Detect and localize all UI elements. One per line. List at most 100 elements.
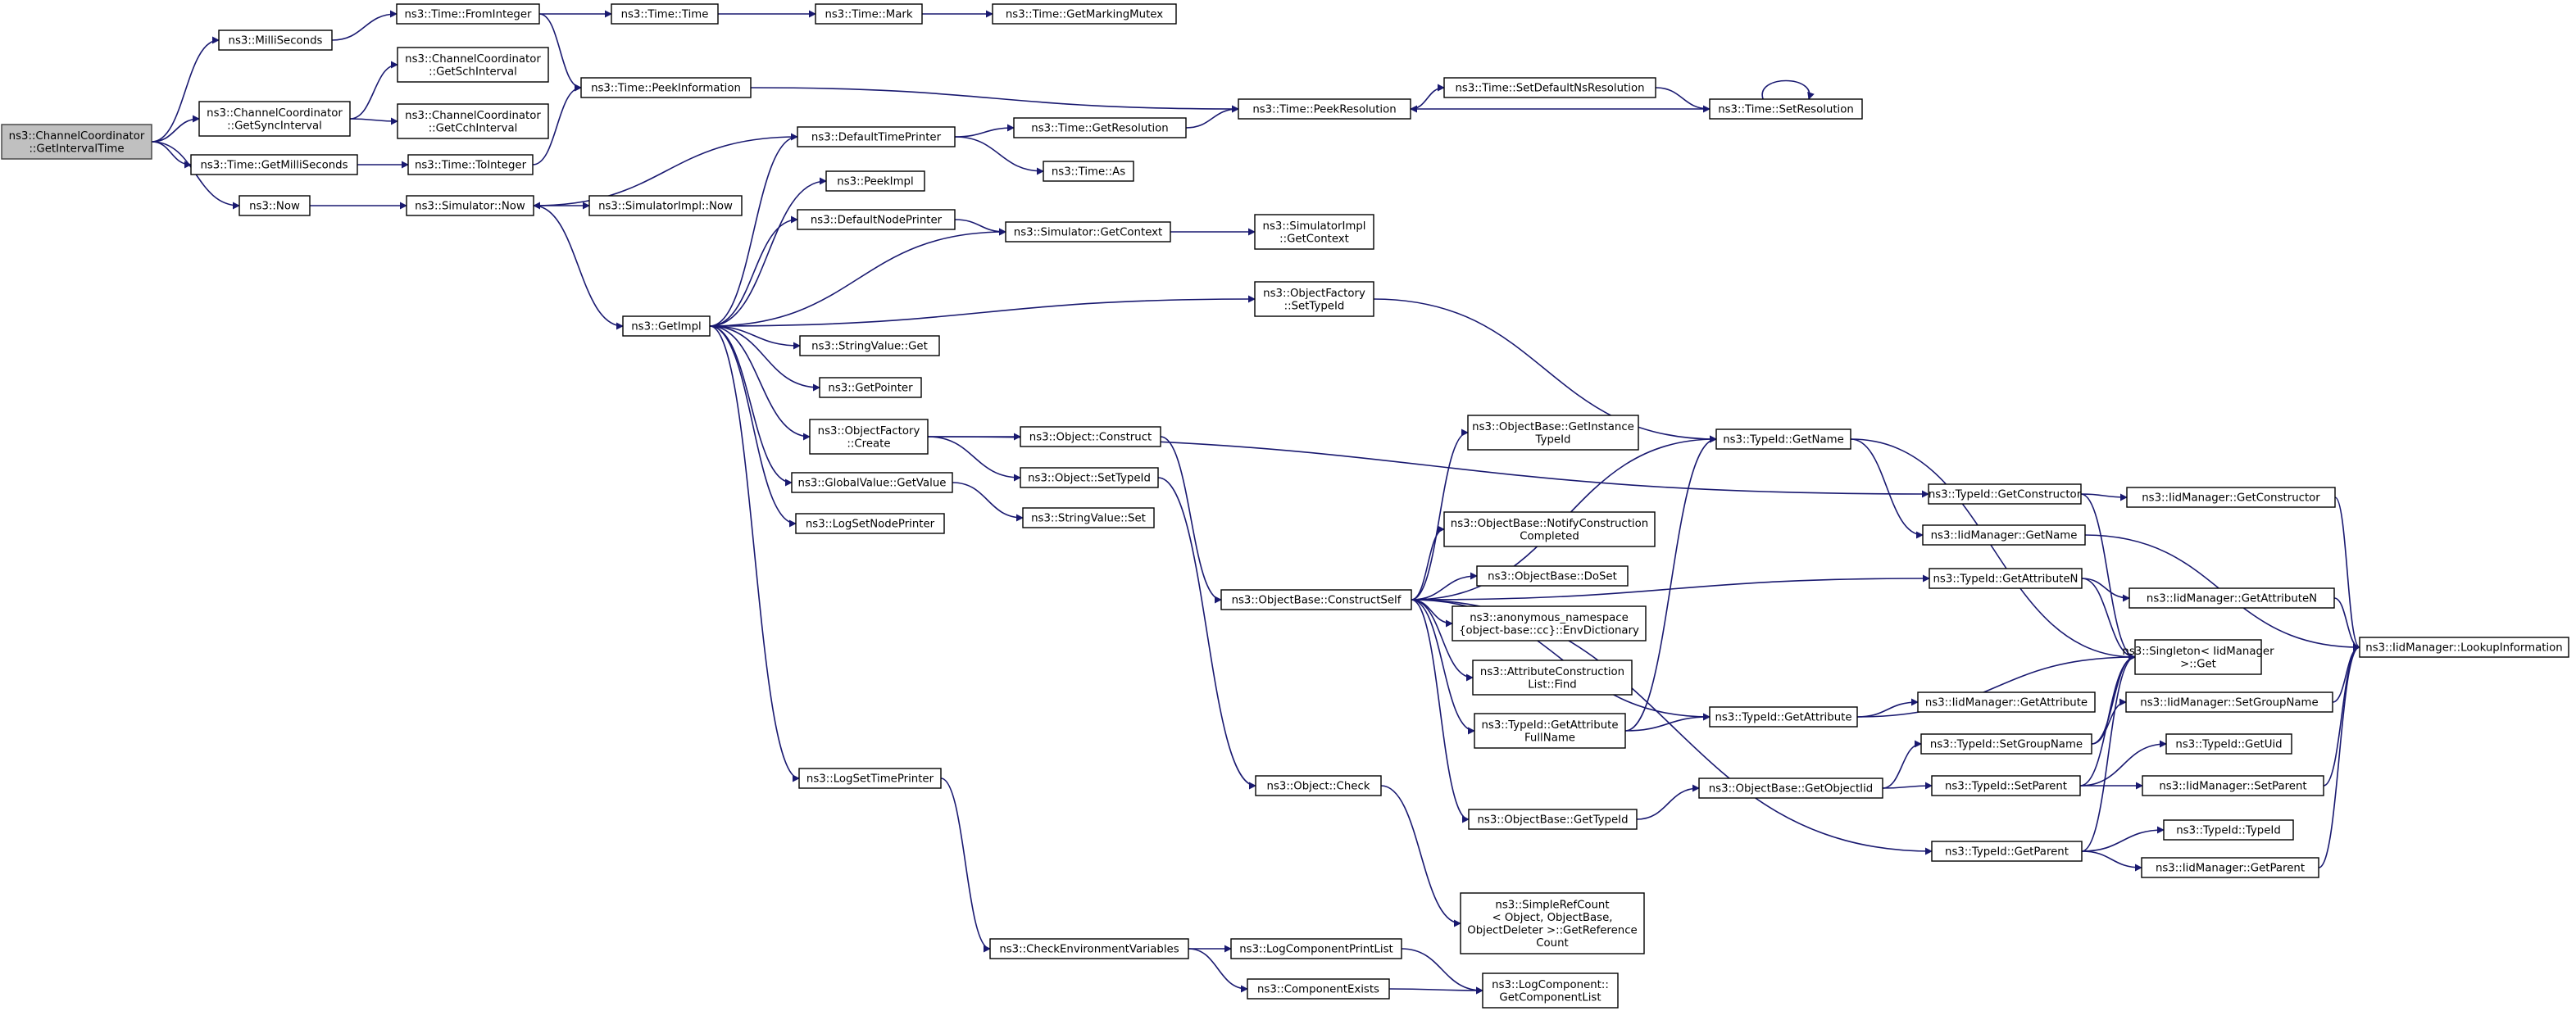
node-type-id-get-parent[interactable]: ns3::TypeId::GetParent bbox=[1931, 841, 2083, 862]
node-type-id-type-id[interactable]: ns3::TypeId::TypeId bbox=[2163, 819, 2294, 841]
node-label: ns3::Singleton< IidManager bbox=[2122, 646, 2274, 658]
node-box bbox=[989, 938, 1189, 959]
node-type-id-get-name[interactable]: ns3::TypeId::GetName bbox=[1715, 428, 1851, 450]
node-type-id-set-parent[interactable]: ns3::TypeId::SetParent bbox=[1931, 775, 2081, 796]
node-peek-impl[interactable]: ns3::PeekImpl bbox=[825, 170, 925, 192]
node-peek-information[interactable]: ns3::Time::PeekInformation bbox=[580, 77, 752, 98]
edge-log-set-time-printer-to-check-environment-variables bbox=[940, 778, 991, 953]
node-iid-manager-get-attribute-n[interactable]: ns3::IidManager::GetAttributeN bbox=[2128, 587, 2335, 609]
node-object-set-type-id[interactable]: ns3::Object::SetTypeId bbox=[1020, 467, 1159, 488]
node-component-exists[interactable]: ns3::ComponentExists bbox=[1247, 978, 1390, 1000]
node-get-object-iid[interactable]: ns3::ObjectBase::GetObjectIid bbox=[1698, 778, 1883, 799]
node-type-id-get-uid[interactable]: ns3::TypeId::GetUid bbox=[2165, 733, 2292, 755]
node-box bbox=[1443, 77, 1656, 98]
edge-log-component-print-list-to-get-component-list bbox=[1401, 948, 1483, 995]
node-simple-ref-count[interactable]: ns3::SimpleRefCount< Object, ObjectBase,… bbox=[1460, 892, 1645, 954]
node-box bbox=[397, 103, 549, 139]
node-box bbox=[992, 3, 1177, 25]
node-do-set[interactable]: ns3::ObjectBase::DoSet bbox=[1476, 565, 1629, 587]
node-box bbox=[797, 209, 956, 230]
call-edge bbox=[1856, 698, 1919, 718]
node-set-default-ns-resolution[interactable]: ns3::Time::SetDefaultNsResolution bbox=[1443, 77, 1656, 98]
edge-type-id-get-attribute-n-to-singleton-get bbox=[2081, 578, 2136, 661]
node-get-pointer[interactable]: ns3::GetPointer bbox=[819, 377, 922, 398]
node-string-value-set[interactable]: ns3::StringValue::Set bbox=[1022, 507, 1155, 528]
node-default-time-printer[interactable]: ns3::DefaultTimePrinter bbox=[797, 126, 956, 147]
call-edge bbox=[1157, 477, 1256, 790]
node-log-component-print-list[interactable]: ns3::LogComponentPrintList bbox=[1230, 938, 1402, 959]
node-get-component-list[interactable]: ns3::LogComponent::GetComponentList bbox=[1482, 972, 1619, 1009]
node-singleton-get[interactable]: ns3::Singleton< IidManager>::Get bbox=[2122, 639, 2274, 675]
edge-object-base-get-type-id-to-get-object-iid bbox=[1636, 784, 1700, 820]
node-type-id-set-group-name[interactable]: ns3::TypeId::SetGroupName bbox=[1920, 733, 2092, 755]
node-env-dictionary[interactable]: ns3::anonymous_namespace{object-base::cc… bbox=[1452, 605, 1647, 642]
node-label: List::Find bbox=[1528, 678, 1576, 691]
node-object-check[interactable]: ns3::Object::Check bbox=[1255, 775, 1382, 796]
node-notify-construction-completed[interactable]: ns3::ObjectBase::NotifyConstructionCompl… bbox=[1443, 511, 1656, 547]
node-log-set-time-printer[interactable]: ns3::LogSetTimePrinter bbox=[798, 768, 942, 789]
node-object-construct[interactable]: ns3::Object::Construct bbox=[1020, 426, 1161, 447]
node-string-value-get[interactable]: ns3::StringValue::Get bbox=[799, 335, 940, 356]
node-to-integer[interactable]: ns3::Time::ToInteger bbox=[407, 154, 534, 175]
node-now[interactable]: ns3::Now bbox=[239, 195, 311, 216]
node-log-set-node-printer[interactable]: ns3::LogSetNodePrinter bbox=[795, 513, 945, 534]
node-label: ns3::ChannelCoordinator bbox=[9, 130, 145, 143]
call-edge bbox=[927, 436, 1021, 482]
node-iid-manager-get-constructor[interactable]: ns3::IidManager::GetConstructor bbox=[2126, 487, 2336, 508]
node-simulator-impl-get-context[interactable]: ns3::SimulatorImpl::GetContext bbox=[1254, 214, 1374, 250]
node-label: ns3::IidManager::SetParent bbox=[2159, 781, 2306, 793]
node-iid-manager-set-parent[interactable]: ns3::IidManager::SetParent bbox=[2142, 775, 2324, 796]
node-simulator-impl-now[interactable]: ns3::SimulatorImpl::Now bbox=[588, 195, 743, 216]
node-object-factory-set-type-id[interactable]: ns3::ObjectFactory::SetTypeId bbox=[1254, 281, 1374, 317]
node-milli-seconds[interactable]: ns3::MilliSeconds bbox=[218, 29, 333, 51]
node-object-base-get-type-id[interactable]: ns3::ObjectBase::GetTypeId bbox=[1468, 809, 1638, 830]
node-box bbox=[406, 195, 534, 216]
node-box bbox=[1476, 565, 1629, 587]
node-global-value-get-value[interactable]: ns3::GlobalValue::GetValue bbox=[791, 472, 953, 493]
node-iid-manager-get-attribute[interactable]: ns3::IidManager::GetAttribute bbox=[1917, 691, 2096, 713]
node-time-get-resolution[interactable]: ns3::Time::GetResolution bbox=[1013, 117, 1187, 138]
node-label: ns3::TypeId::SetParent bbox=[1945, 781, 2067, 793]
node-box bbox=[1443, 511, 1656, 547]
node-peek-resolution[interactable]: ns3::Time::PeekResolution bbox=[1238, 98, 1411, 120]
node-simulator-now[interactable]: ns3::Simulator::Now bbox=[406, 195, 534, 216]
node-label: ns3::TypeId::TypeId bbox=[2176, 825, 2281, 837]
node-label: ns3::LogComponent:: bbox=[1492, 979, 1609, 991]
node-get-cch-interval[interactable]: ns3::ChannelCoordinator::GetCchInterval bbox=[397, 103, 549, 139]
node-time-time[interactable]: ns3::Time::Time bbox=[611, 3, 719, 25]
node-get-sch-interval[interactable]: ns3::ChannelCoordinator::GetSchInterval bbox=[397, 47, 549, 83]
node-label: ns3::TypeId::GetConstructor bbox=[1929, 489, 2082, 501]
node-type-id-get-constructor[interactable]: ns3::TypeId::GetConstructor bbox=[1928, 483, 2082, 505]
node-default-node-printer[interactable]: ns3::DefaultNodePrinter bbox=[797, 209, 956, 230]
node-time-as[interactable]: ns3::Time::As bbox=[1043, 161, 1134, 182]
node-type-id-get-attribute[interactable]: ns3::TypeId::GetAttribute bbox=[1709, 706, 1858, 728]
call-edge bbox=[2081, 653, 2136, 852]
call-edge bbox=[151, 115, 200, 143]
call-edge bbox=[709, 215, 798, 327]
node-type-id-get-attribute-n[interactable]: ns3::TypeId::GetAttributeN bbox=[1929, 568, 2083, 589]
node-get-marking-mutex[interactable]: ns3::Time::GetMarkingMutex bbox=[992, 3, 1177, 25]
node-iid-manager-get-name[interactable]: ns3::IidManager::GetName bbox=[1922, 524, 2086, 546]
node-label: ns3::IidManager::GetAttribute bbox=[1925, 697, 2088, 710]
node-label: ns3::IidManager::GetName bbox=[1931, 530, 2078, 542]
node-check-environment-variables[interactable]: ns3::CheckEnvironmentVariables bbox=[989, 938, 1189, 959]
node-lookup-information[interactable]: ns3::IidManager::LookupInformation bbox=[2359, 637, 2569, 658]
node-get-impl[interactable]: ns3::GetImpl bbox=[622, 315, 711, 337]
node-iid-manager-get-parent[interactable]: ns3::IidManager::GetParent bbox=[2141, 857, 2319, 878]
node-simulator-get-context[interactable]: ns3::Simulator::GetContext bbox=[1005, 221, 1171, 243]
node-label: ns3::TypeId::GetAttribute bbox=[1715, 712, 1851, 724]
node-construct-self[interactable]: ns3::ObjectBase::ConstructSelf bbox=[1220, 589, 1412, 610]
node-time-get-milli-seconds[interactable]: ns3::Time::GetMilliSeconds bbox=[190, 154, 358, 175]
edge-default-time-printer-to-simulator-now bbox=[533, 136, 798, 210]
node-box bbox=[1238, 98, 1411, 120]
node-get-sync-interval[interactable]: ns3::ChannelCoordinator::GetSyncInterval bbox=[198, 101, 351, 137]
node-iid-manager-set-group-name[interactable]: ns3::IidManager::SetGroupName bbox=[2125, 691, 2333, 713]
node-from-integer[interactable]: ns3::Time::FromInteger bbox=[396, 3, 540, 25]
node-time-mark[interactable]: ns3::Time::Mark bbox=[815, 3, 923, 25]
node-root[interactable]: ns3::ChannelCoordinator::GetIntervalTime bbox=[1, 124, 152, 160]
node-set-resolution[interactable]: ns3::Time::SetResolution bbox=[1709, 98, 1863, 120]
node-object-factory-create[interactable]: ns3::ObjectFactory::Create bbox=[809, 419, 929, 455]
